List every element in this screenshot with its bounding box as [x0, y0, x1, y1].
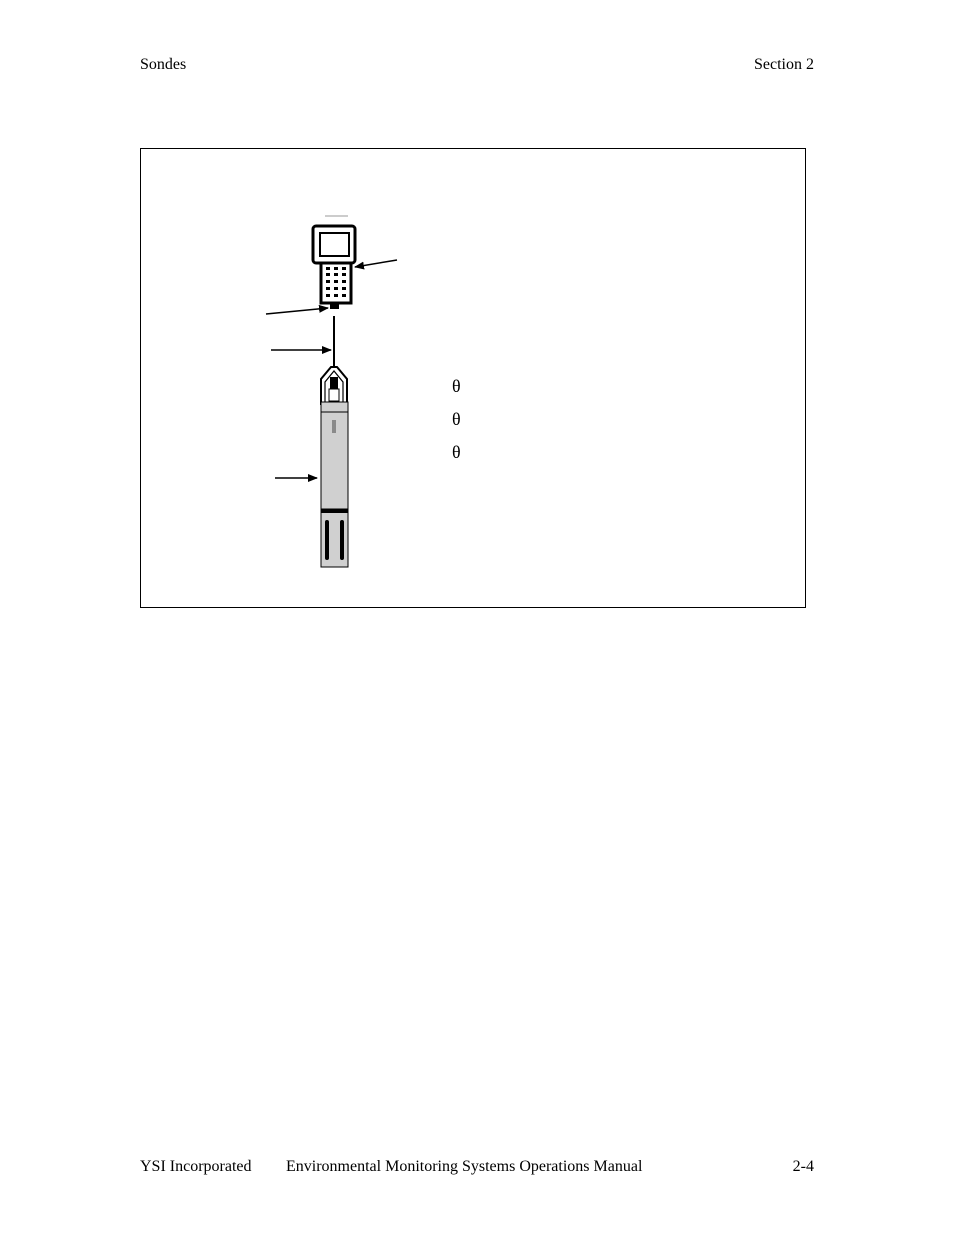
figure-box: θ θ θ	[140, 148, 806, 608]
footer-manual-title: Environmental Monitoring Systems Operati…	[286, 1158, 643, 1175]
bullet-glyph: θ	[452, 376, 461, 396]
bullet-item: θ	[452, 441, 461, 474]
footer-page-number: 2-4	[792, 1158, 814, 1175]
bullet-glyph: θ	[452, 442, 461, 462]
handheld-display-icon	[311, 215, 357, 309]
sonde-probe-icon	[320, 366, 349, 568]
feature-bullet-list: θ θ θ	[452, 375, 461, 474]
bullet-item: θ	[452, 375, 461, 408]
header-section-number: Section 2	[754, 56, 814, 73]
arrow-connector	[265, 304, 329, 315]
bullet-item: θ	[452, 408, 461, 441]
header-section-name: Sondes	[140, 56, 187, 73]
bullet-glyph: θ	[452, 409, 461, 429]
arrow-keypad	[354, 259, 398, 270]
system-diagram	[265, 215, 398, 568]
footer-company: YSI Incorporated	[140, 1158, 252, 1175]
